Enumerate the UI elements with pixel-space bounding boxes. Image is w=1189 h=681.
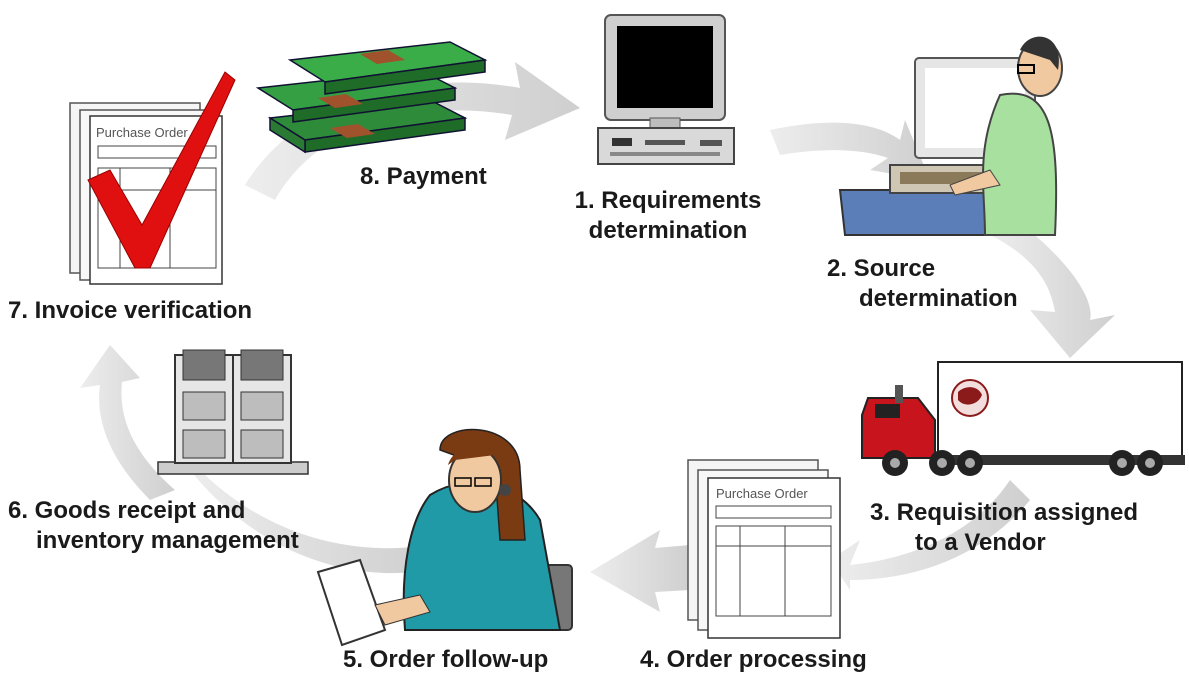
computer-icon — [597, 14, 735, 165]
warehouse-shelves-icon — [157, 349, 309, 475]
step-4-label: 4. Order processing — [640, 645, 867, 675]
step-7-line1: 7. Invoice verification — [8, 297, 253, 324]
arrow-4-to-5 — [590, 530, 690, 612]
step-1-line1: 1. Requirements — [574, 187, 762, 214]
money-stack-icon — [255, 41, 488, 154]
step-5-line1: 5. Order follow-up — [343, 646, 549, 673]
arrow-2-to-3 — [990, 215, 1115, 358]
step-6-line1: 6. Goods receipt and — [8, 497, 246, 524]
arrow-3-to-4 — [830, 480, 1030, 590]
step-6-line2: inventory management — [36, 527, 299, 554]
step-2-line1: 2. Source — [827, 255, 936, 282]
step-3-line1: 3. Requisition assigned — [870, 499, 1139, 526]
step-5-label: 5. Order follow-up — [343, 645, 548, 675]
arrow-6-to-7 — [80, 345, 175, 500]
operator-headset-icon — [316, 428, 573, 647]
step-2-label: 2. Source determination — [825, 254, 1045, 314]
step-8-line1: 8. Payment — [360, 163, 487, 190]
step-1-label: 1. Requirements determination — [548, 186, 788, 246]
arrow-8-to-1 — [245, 62, 580, 200]
po-top-title: Purchase Order — [96, 125, 188, 140]
step-7-label: 7. Invoice verification — [8, 296, 252, 326]
step-3-line2: to a Vendor — [915, 529, 1046, 556]
person-at-computer-icon — [838, 36, 1063, 236]
step-3-label: 3. Requisition assigned to a Vendor — [870, 498, 1138, 558]
step-8-label: 8. Payment — [360, 162, 487, 192]
step-6-label: 6. Goods receipt and inventory managemen… — [8, 496, 299, 556]
step-1-line2: determination — [588, 217, 748, 244]
step-2-line2: determination — [859, 285, 1018, 312]
po-bottom-title: Purchase Order — [716, 486, 808, 501]
step-4-line1: 4. Order processing — [640, 646, 867, 673]
truck-icon — [861, 361, 1185, 476]
invoice-checkmark-icon: Purchase Order — [69, 71, 236, 285]
purchase-order-document-icon: Purchase Order — [687, 459, 841, 639]
